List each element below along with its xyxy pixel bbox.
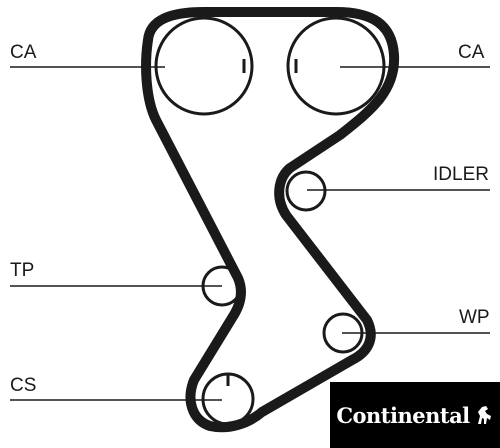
label-cs: CS [10, 375, 36, 396]
label-idler: IDLER [433, 164, 489, 185]
label-tp: TP [10, 260, 34, 281]
timing-belt [141, 7, 400, 433]
label-ca-left: CA [10, 42, 37, 63]
camshaft-pulley-right [286, 16, 386, 116]
camshaft-pulley-left [154, 16, 254, 116]
label-wp: WP [459, 307, 490, 328]
horse-icon [477, 406, 491, 424]
continental-logo: Continental [330, 382, 500, 448]
logo-brand-text: Continental [336, 402, 470, 428]
idler-pulley [285, 170, 327, 212]
label-ca-right: CA [458, 42, 485, 63]
water-pump-pulley [322, 312, 364, 354]
